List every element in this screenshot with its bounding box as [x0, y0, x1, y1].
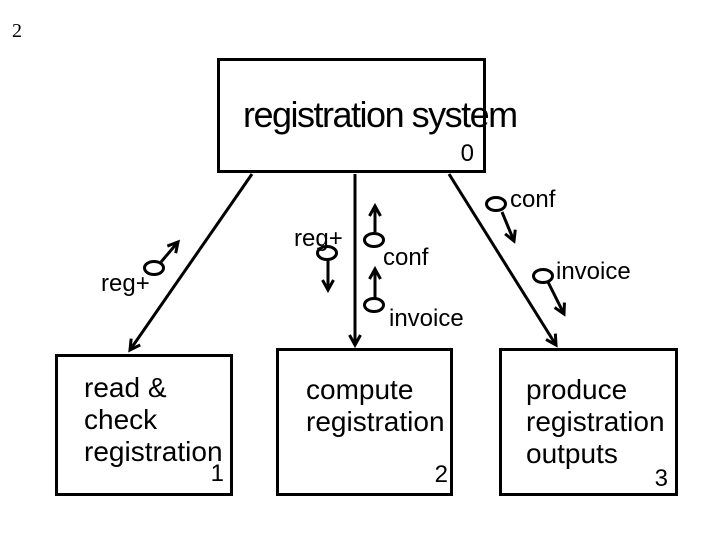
flow-label-conf-middle: conf [383, 244, 429, 271]
flow-symbol-conf-middle [363, 206, 385, 248]
flow-label-conf-right: conf [510, 186, 556, 213]
flow-label-reg-plus-left: reg+ [101, 270, 150, 297]
flow-symbol-reg-plus-middle [316, 245, 338, 291]
subprocess-3-name: produce registration outputs [526, 374, 665, 469]
flow-label-reg-plus-middle: reg+ [294, 225, 343, 252]
subprocess-2-number: 2 [434, 461, 448, 488]
flow-symbol-reg-plus-left [143, 242, 179, 276]
arrow-root-to-subprocess-1 [130, 173, 254, 350]
subprocess-1-number: 1 [210, 460, 224, 487]
subprocess-1-name: read & check registration [84, 372, 223, 467]
subprocess-3-number: 3 [654, 465, 668, 492]
root-process-title: registration system [243, 94, 518, 135]
flow-label-invoice-right: invoice [556, 258, 631, 285]
subprocess-box-3 [499, 348, 678, 496]
subprocess-2-name: compute registration [306, 374, 445, 437]
flow-symbol-conf-right [485, 196, 515, 242]
flow-label-invoice-middle: invoice [389, 305, 464, 332]
flow-symbol-invoice-right [532, 268, 565, 315]
arrow-root-to-subprocess-3 [447, 173, 556, 345]
flow-symbol-invoice-middle [363, 269, 385, 313]
root-process-number: 0 [460, 140, 474, 167]
slide-page-number: 2 [12, 20, 22, 42]
subprocess-box-1 [55, 354, 233, 496]
subprocess-box-2 [276, 348, 453, 496]
root-process-box [217, 58, 486, 173]
